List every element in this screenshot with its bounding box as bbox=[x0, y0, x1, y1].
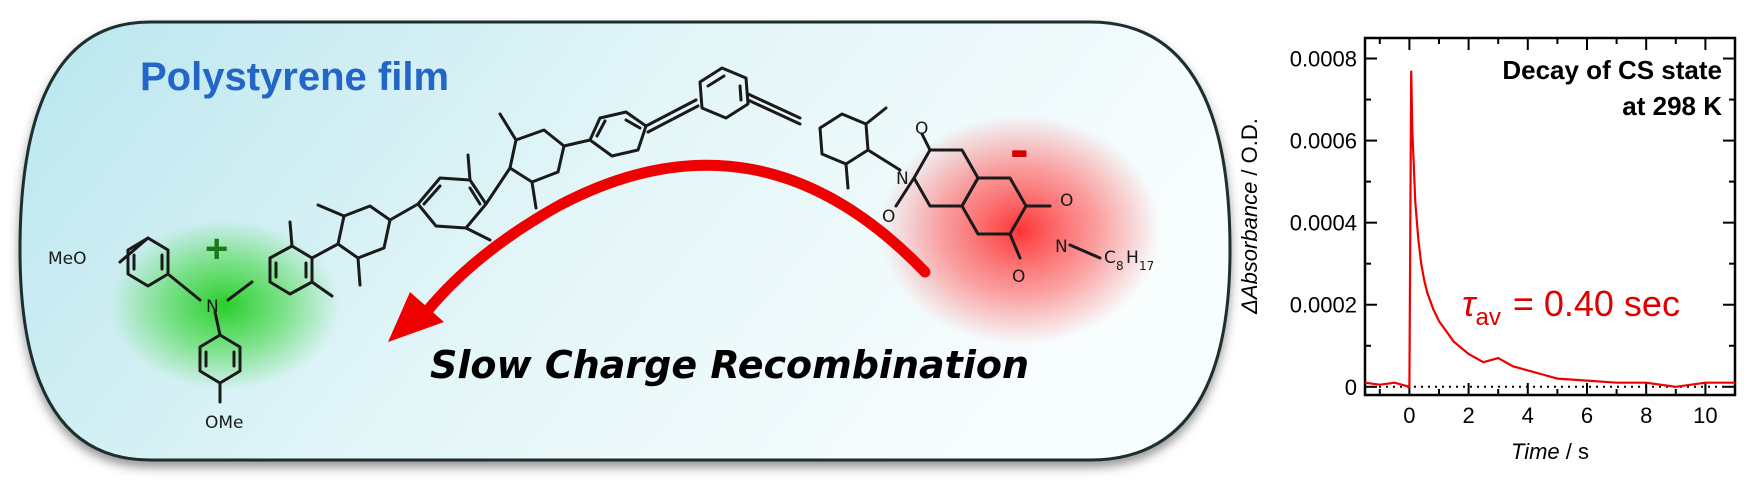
y-tick-label: 0.0008 bbox=[1290, 47, 1357, 72]
negative-charge: - bbox=[1010, 117, 1029, 180]
y-tick-label: 0 bbox=[1345, 375, 1357, 400]
x-tick-label: 0 bbox=[1403, 403, 1415, 428]
amine-nitrogen-label: N bbox=[206, 297, 219, 317]
y-axis-ticks: 0 0.0002 0.0004 0.0006 0.0008 bbox=[1290, 47, 1735, 400]
decay-chart: 0 0.0002 0.0004 0.0006 0.0008 0 2 4 6 8 10 Decay … bbox=[1237, 36, 1737, 464]
polystyrene-film bbox=[18, 20, 1232, 462]
tau-value: = 0.40 sec bbox=[1513, 283, 1680, 324]
y-tick-label: 0.0002 bbox=[1290, 293, 1357, 318]
carbonyl-oxygen-label-3: O bbox=[1060, 191, 1073, 211]
x-axis-label: Time / s bbox=[1511, 439, 1589, 464]
imide-nitrogen-label-2: N bbox=[1055, 237, 1068, 257]
recombination-arrow bbox=[414, 159, 931, 326]
tau-annotation: τav = 0.40 sec bbox=[1462, 283, 1680, 331]
alkyl-hydrogen-label: H bbox=[1126, 248, 1139, 268]
imide-nitrogen-label-1: N bbox=[896, 169, 909, 189]
alkyl-hydrogen-subscript: 17 bbox=[1139, 259, 1154, 273]
y-axis-label-name: ΔAbsorbance bbox=[1237, 182, 1262, 315]
recombination-arrowhead bbox=[388, 292, 444, 342]
carbonyl-oxygen-label-4: O bbox=[1012, 267, 1025, 287]
x-tick-label: 2 bbox=[1462, 403, 1474, 428]
alkyl-carbon-label: C bbox=[1104, 248, 1116, 268]
x-tick-label: 6 bbox=[1581, 403, 1593, 428]
carbonyl-oxygen-label-2: O bbox=[882, 207, 895, 227]
methoxy-label-top: MeO bbox=[48, 249, 87, 269]
process-label: Slow Charge Recombination bbox=[430, 343, 1029, 387]
decay-trace bbox=[1364, 70, 1735, 389]
carbonyl-oxygen-label-1: O bbox=[915, 119, 928, 139]
positive-charge: + bbox=[205, 227, 228, 271]
x-tick-label: 4 bbox=[1522, 403, 1534, 428]
x-axis-label-name: Time bbox=[1511, 439, 1560, 464]
x-axis-ticks: 0 2 4 6 8 10 bbox=[1378, 38, 1736, 428]
x-axis-label-unit: / s bbox=[1560, 439, 1589, 464]
chart-title-line-2: at 298 K bbox=[1622, 91, 1722, 121]
molecular-structure bbox=[118, 66, 1102, 404]
methoxyphenyl-ring-top bbox=[126, 236, 170, 288]
tau-subscript: av bbox=[1475, 304, 1500, 331]
film-title: Polystyrene film bbox=[140, 55, 449, 99]
chart-title-line-1: Decay of CS state bbox=[1502, 55, 1722, 85]
y-tick-label: 0.0006 bbox=[1290, 129, 1357, 154]
central-benzene-ring bbox=[698, 66, 750, 120]
methoxy-label-bottom: OMe bbox=[205, 413, 244, 433]
plot-frame bbox=[1363, 36, 1737, 397]
atom-labels: MeO OMe N N N O O O O C 8 H 17 bbox=[48, 119, 1154, 433]
y-axis-label-unit: / O.D. bbox=[1237, 118, 1262, 182]
x-tick-label: 10 bbox=[1693, 403, 1717, 428]
acceptor-glow bbox=[880, 115, 1160, 345]
x-tick-label: 8 bbox=[1640, 403, 1652, 428]
tau-symbol: τ bbox=[1462, 283, 1478, 324]
alkyl-carbon-subscript: 8 bbox=[1116, 259, 1124, 273]
y-axis-label: ΔAbsorbance / O.D. bbox=[1237, 118, 1262, 315]
y-tick-label: 0.0004 bbox=[1290, 211, 1357, 236]
